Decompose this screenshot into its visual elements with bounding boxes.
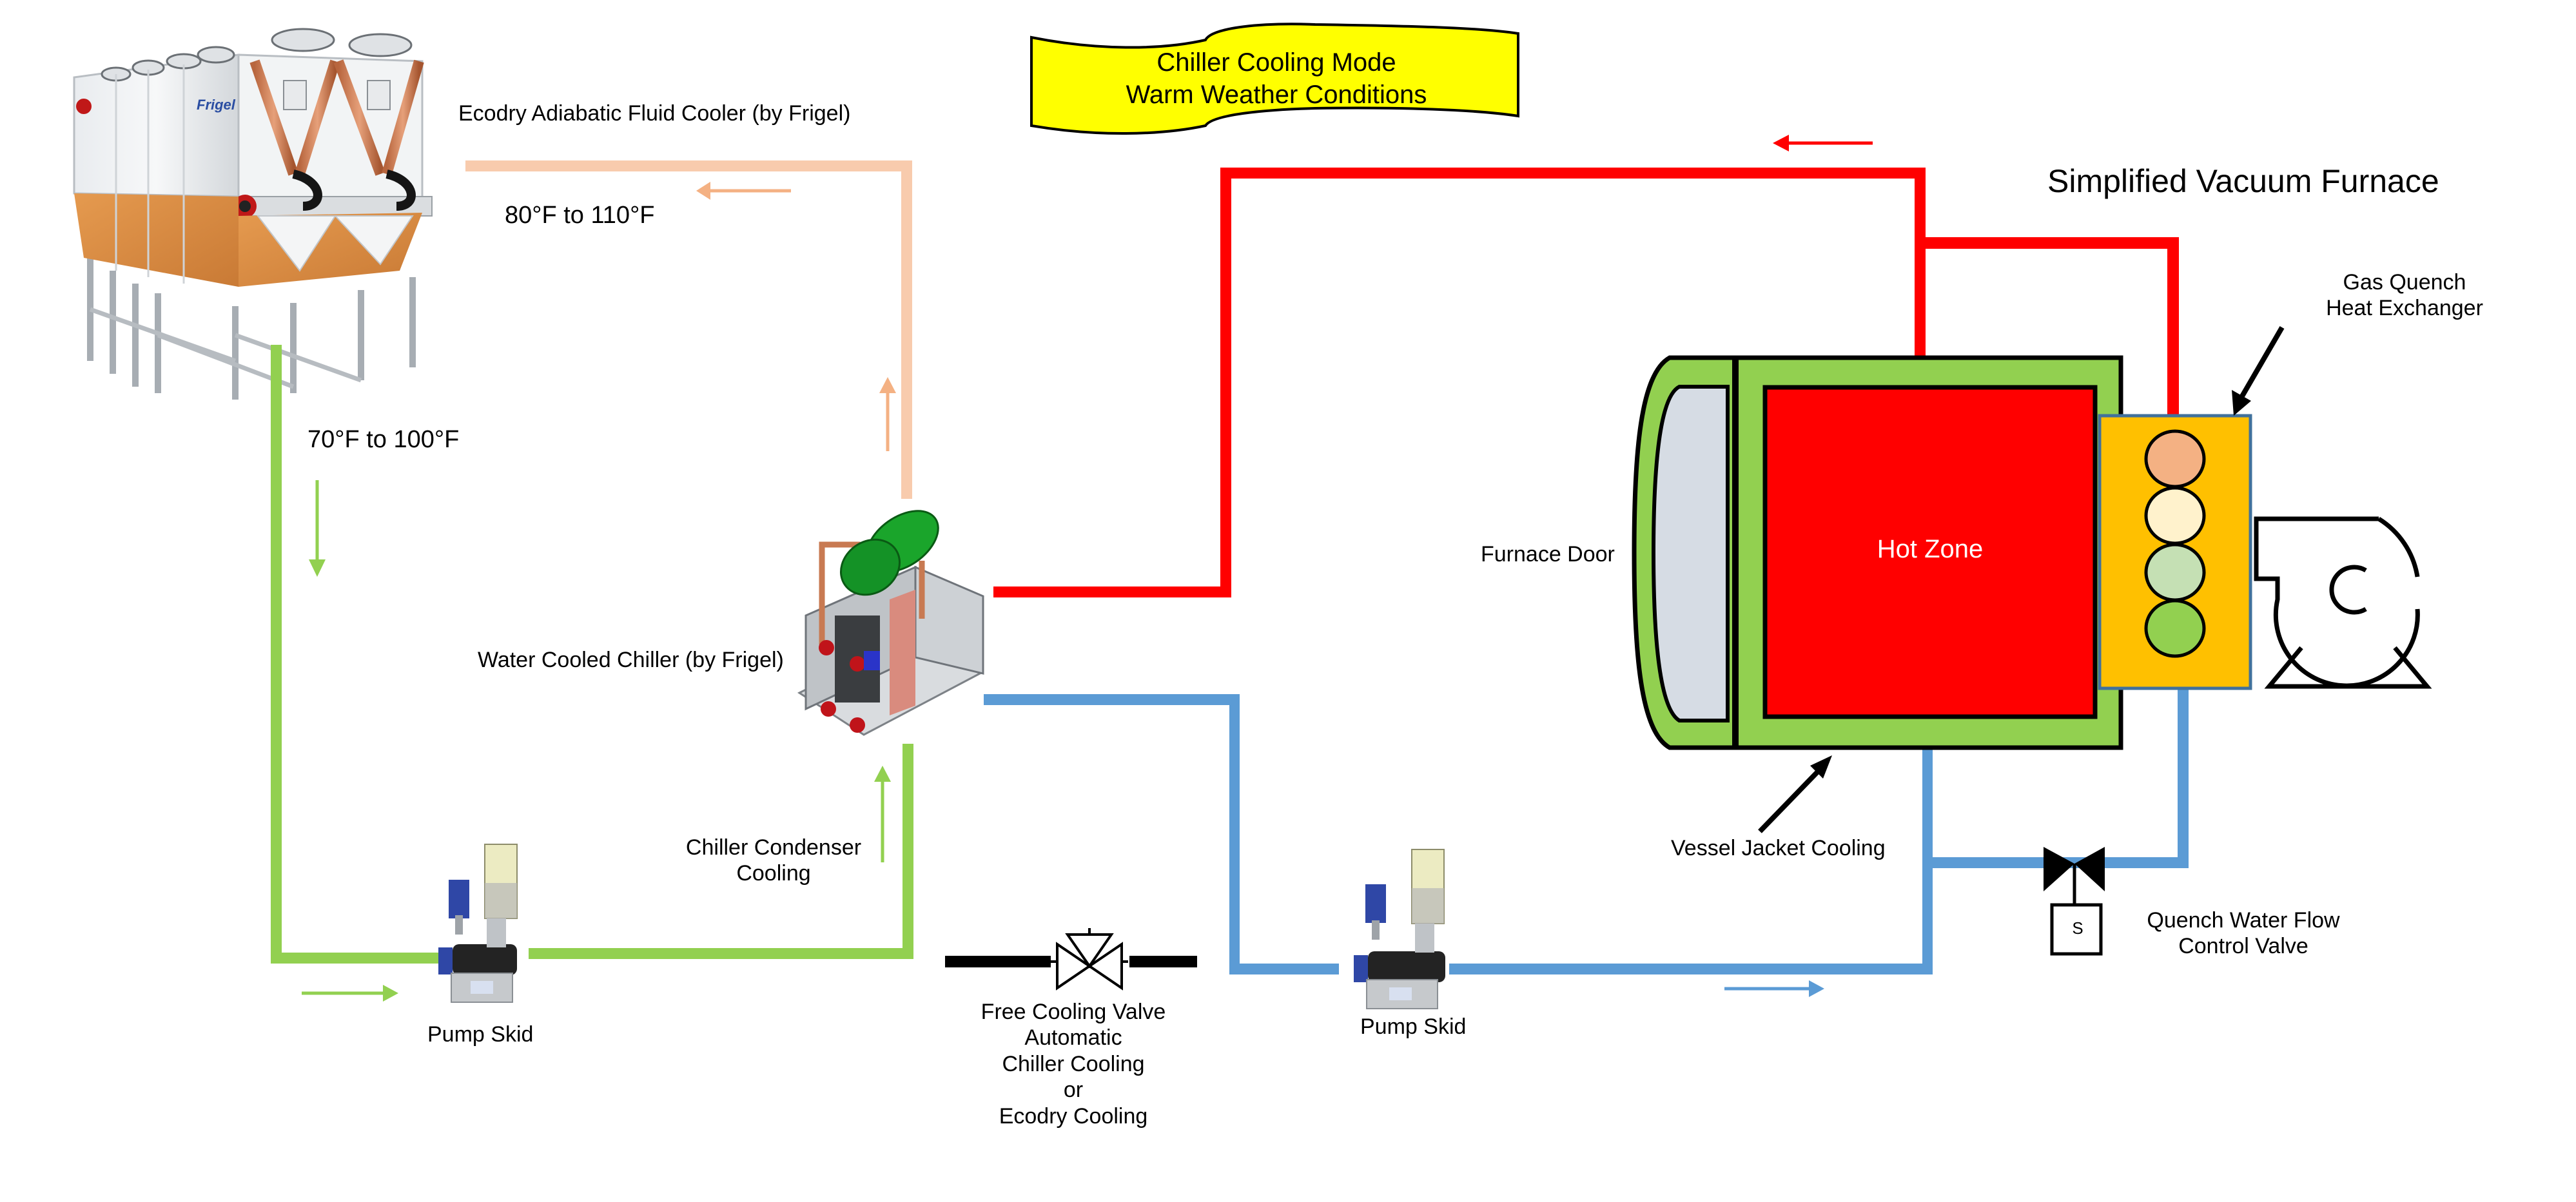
- hx-coil-2: [2144, 486, 2206, 545]
- cold-water-pipe: [984, 687, 2189, 974]
- free-cooling-line2: Automatic: [1024, 1025, 1122, 1051]
- arrow-pump-in-right: [302, 985, 398, 1002]
- condenser-return-pipe: [465, 160, 912, 499]
- pump-skid-left-image: [438, 844, 518, 1003]
- gas-quench-pointer-arrow: [2232, 325, 2285, 416]
- solenoid-actuator: [2050, 903, 2103, 956]
- furnace-door-window: [1651, 385, 1730, 722]
- vessel-jacket-pointer-arrow: [1758, 755, 1832, 833]
- condenser-supply-pipe: [271, 345, 913, 964]
- arrow-condenser-return-up: [879, 377, 896, 451]
- frigel-logo: Frigel: [197, 97, 236, 113]
- water-cooled-chiller-image: [797, 510, 984, 736]
- arrow-cold-supply-right: [1724, 980, 1824, 997]
- hx-coil-3: [2144, 543, 2206, 602]
- hot-zone-label: Hot Zone: [1877, 535, 1984, 563]
- mode-banner: [1030, 23, 1519, 135]
- condenser-cooling-line2: Cooling: [736, 861, 811, 886]
- arrow-condenser-return-left: [696, 182, 791, 200]
- free-cooling-bypass-pipe: [945, 956, 1197, 967]
- chiller-label: Water Cooled Chiller (by Frigel): [478, 648, 784, 672]
- ecodry-fluid-cooler-image: Frigel: [73, 28, 433, 400]
- free-cooling-valve-label: Free Cooling Valve Automatic Chiller Coo…: [961, 999, 1186, 1129]
- vessel-jacket-label: Vessel Jacket Cooling: [1671, 836, 1886, 860]
- pump-skid-right-image: [1354, 849, 1445, 1009]
- hot-zone: [1762, 385, 2098, 719]
- quench-blower-icon: [2254, 516, 2432, 689]
- condenser-cooling-label: Chiller Condenser Cooling: [680, 835, 867, 886]
- pump-skid-right-label: Pump Skid: [1360, 1014, 1467, 1039]
- hx-coil-4: [2144, 599, 2206, 658]
- free-cooling-valve-icon[interactable]: [1051, 928, 1128, 991]
- free-cooling-line5: Ecodry Cooling: [999, 1103, 1148, 1129]
- gas-quench-line1: Gas Quench: [2343, 270, 2466, 295]
- gas-quench-label: Gas Quench Heat Exchanger: [2314, 269, 2495, 321]
- quench-valve-line2: Control Valve: [2178, 934, 2308, 959]
- ecodry-label: Ecodry Adiabatic Fluid Cooler (by Frigel…: [458, 101, 851, 126]
- furnace-title: Simplified Vacuum Furnace: [2047, 163, 2439, 199]
- mode-banner-line1: Chiller Cooling Mode: [1156, 48, 1396, 77]
- supply-temp-label: 70°F to 100°F: [307, 426, 460, 453]
- solenoid-label: S: [2072, 918, 2083, 938]
- arrow-condenser-up: [874, 766, 891, 862]
- hot-water-pipe: [993, 168, 2179, 597]
- quench-valve-label: Quench Water Flow Control Valve: [2134, 907, 2353, 959]
- vacuum-furnace: [1632, 355, 2252, 750]
- arrow-hot-return-left: [1773, 135, 1873, 151]
- quench-flow-control-valve-icon[interactable]: [2044, 847, 2105, 956]
- gas-quench-line2: Heat Exchanger: [2326, 296, 2483, 321]
- free-cooling-line1: Free Cooling Valve: [981, 1000, 1166, 1024]
- mode-banner-line2: Warm Weather Conditions: [1126, 81, 1427, 109]
- free-cooling-line3: Chiller Cooling: [1002, 1051, 1145, 1076]
- mode-banner-text: Chiller Cooling Mode Warm Weather Condit…: [1031, 46, 1521, 111]
- condenser-cooling-line1: Chiller Condenser: [685, 835, 862, 860]
- return-temp-label: 80°F to 110°F: [505, 202, 655, 229]
- arrow-supply-down: [309, 480, 326, 577]
- quench-valve-line1: Quench Water Flow: [2147, 908, 2340, 933]
- furnace-door-label: Furnace Door: [1481, 542, 1615, 567]
- hx-coil-1: [2144, 429, 2206, 489]
- pump-skid-left-label: Pump Skid: [427, 1022, 534, 1047]
- free-cooling-line4: or: [1063, 1078, 1084, 1103]
